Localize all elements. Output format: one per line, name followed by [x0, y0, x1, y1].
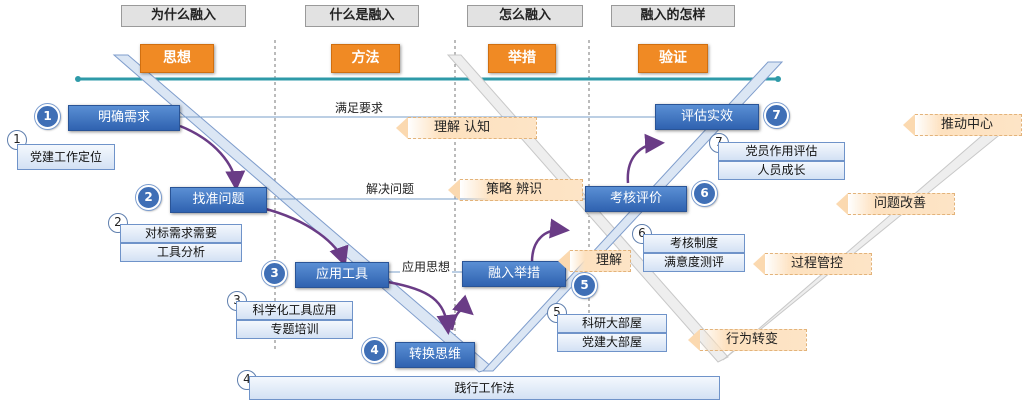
sub-practice-method: 践行工作法 — [249, 376, 720, 400]
tag-behavior-change: 行为转变 — [688, 329, 807, 351]
step-number: 5 — [572, 273, 597, 298]
sub-benchmark-needs: 对标需求需要 — [120, 224, 242, 243]
sub-assessment-system: 考核制度 — [643, 234, 745, 253]
tag-problem-improvement: 问题改善 — [836, 193, 955, 215]
link-label-solve-problems: 解决问题 — [364, 182, 417, 196]
tag-strategy: 策略 辨识 — [448, 179, 583, 201]
step-find-problems: 找准问题 — [170, 187, 267, 213]
step-change-thinking: 转换思维 — [395, 342, 475, 368]
tag-process-control: 过程管控 — [753, 253, 872, 275]
step-number: 2 — [136, 185, 161, 210]
header-what: 什么是融入 — [305, 5, 419, 27]
sub-research-dept: 科研大部屋 — [557, 314, 667, 333]
step-number: 3 — [262, 261, 287, 286]
step-integration-measures: 融入举措 — [462, 261, 566, 287]
flow-arrow — [387, 280, 457, 335]
tag-comprehend: 理解 — [558, 250, 631, 272]
header-how: 怎么融入 — [467, 5, 583, 27]
sub-personnel-growth: 人员成长 — [718, 161, 845, 180]
phase-verify: 验证 — [638, 44, 708, 73]
flow-arrow — [179, 124, 246, 191]
step-assessment: 考核评价 — [585, 186, 687, 212]
header-why: 为什么融入 — [121, 5, 246, 27]
step-clarify-needs: 明确需求 — [68, 105, 180, 131]
sub-scientific-tools: 科学化工具应用 — [236, 301, 353, 320]
step-apply-tools: 应用工具 — [295, 262, 389, 288]
flow-arrow — [530, 218, 570, 263]
tag-understanding: 理解 认知 — [396, 117, 537, 139]
sub-satisfaction-survey: 满意度测评 — [643, 253, 745, 272]
flow-arrow — [626, 133, 665, 184]
sub-member-evaluation: 党员作用评估 — [718, 142, 845, 161]
sub-party-dept: 党建大部屋 — [557, 333, 667, 352]
phase-method: 方法 — [331, 44, 400, 73]
step-number: 6 — [692, 181, 717, 206]
sub-training: 专题培训 — [236, 320, 353, 339]
step-evaluate-results: 评估实效 — [655, 104, 759, 130]
phase-measure: 举措 — [488, 44, 556, 73]
phase-thought: 思想 — [140, 44, 214, 73]
step-number: 4 — [362, 338, 387, 363]
sub-party-positioning: 党建工作定位 — [17, 144, 115, 170]
link-label-meet-requirements: 满足要求 — [333, 101, 386, 115]
step-number: 7 — [764, 103, 789, 128]
link-label-apply-thinking: 应用思想 — [400, 260, 453, 274]
flow-arrow — [450, 294, 474, 331]
flow-arrow — [261, 206, 349, 267]
header-result: 融入的怎样 — [611, 5, 735, 27]
tag-drive-center: 推动中心 — [903, 114, 1022, 136]
step-number: 1 — [35, 104, 60, 129]
sub-tool-analysis: 工具分析 — [120, 243, 242, 262]
v-band-right — [481, 61, 784, 372]
